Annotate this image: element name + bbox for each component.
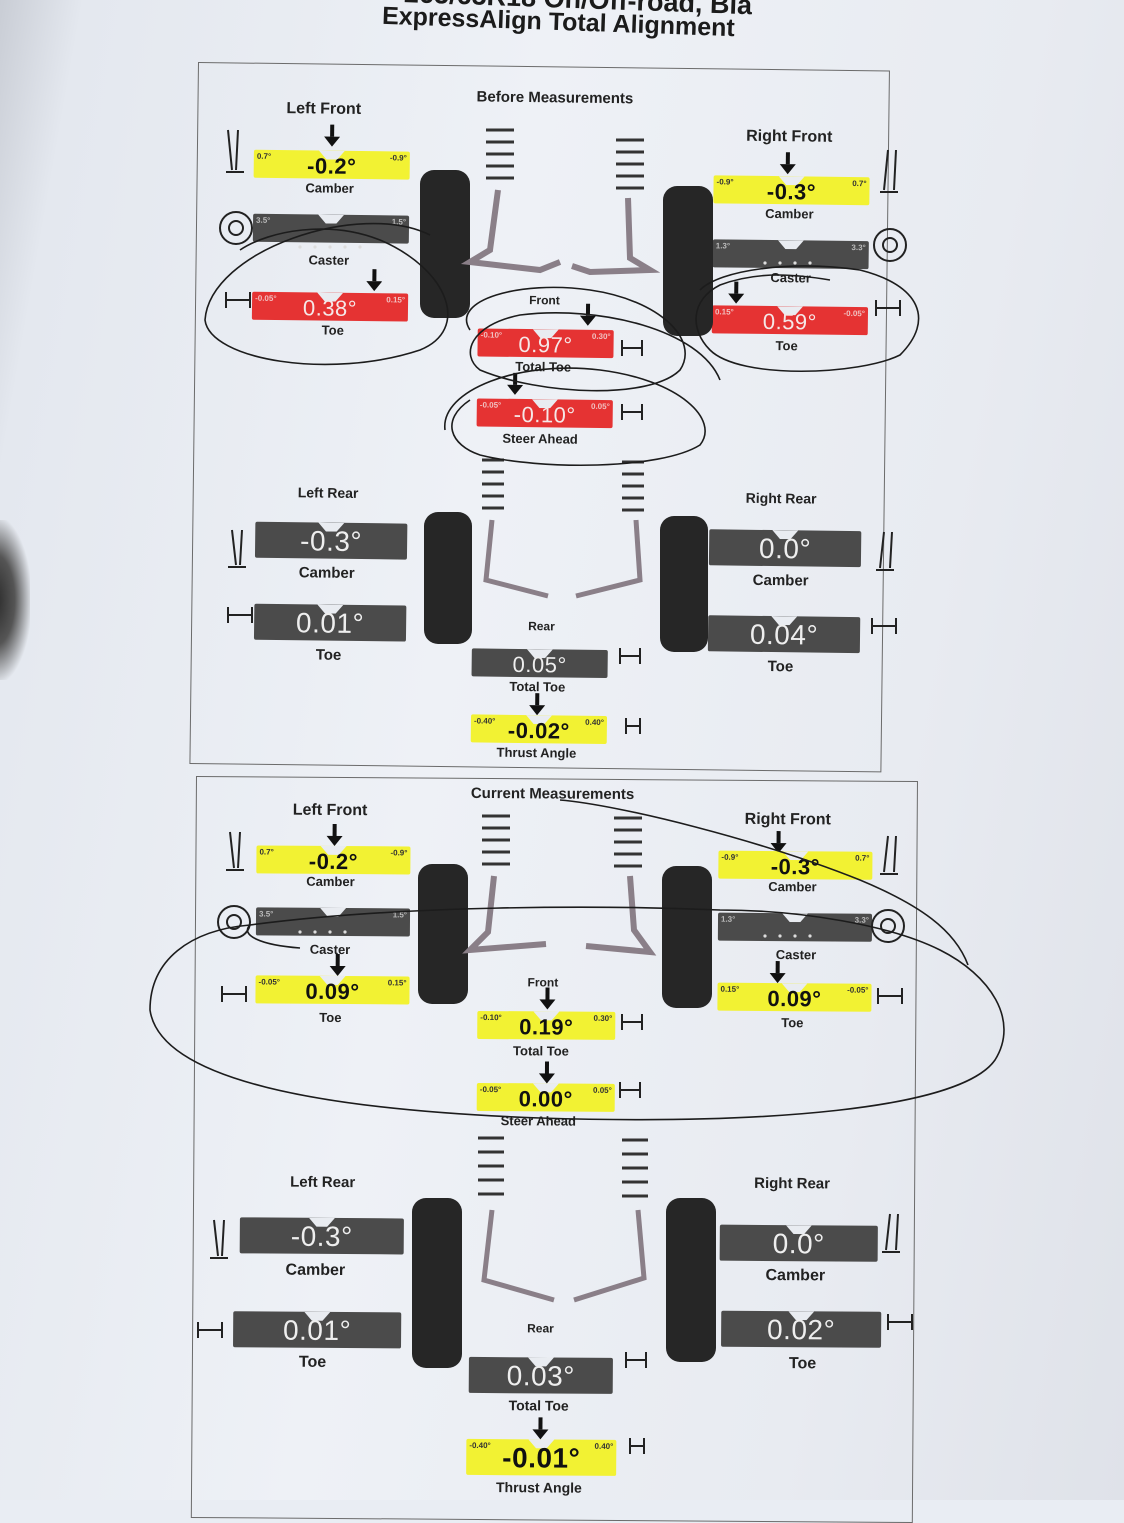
tire-icon: [424, 512, 472, 644]
thumb-shadow: [0, 520, 30, 680]
wheel-icon: [217, 211, 907, 943]
strut-icon: [462, 875, 657, 956]
spring-icon: [482, 458, 644, 512]
spring-icon: [478, 1136, 648, 1198]
tire-icon: [418, 864, 468, 1004]
strut-icon: [571, 197, 661, 276]
rear-axle-icon: [483, 519, 643, 599]
tire-icon: [666, 1198, 716, 1362]
tire-icon: [660, 516, 708, 652]
tire-icon: [420, 170, 470, 318]
tire-icon: [412, 1198, 462, 1368]
tire-icon: [663, 186, 713, 336]
gauge-tick-marks: [298, 245, 812, 938]
pen-circle-annotation: [149, 222, 1005, 1121]
spring-icon: [482, 814, 642, 868]
axle-icon: [197, 292, 913, 1454]
camber-icon: [210, 129, 900, 1259]
spring-icon: [486, 128, 644, 190]
rear-axle-icon: [481, 1209, 647, 1303]
tire-icon: [662, 866, 712, 1008]
strut-icon: [460, 189, 562, 274]
